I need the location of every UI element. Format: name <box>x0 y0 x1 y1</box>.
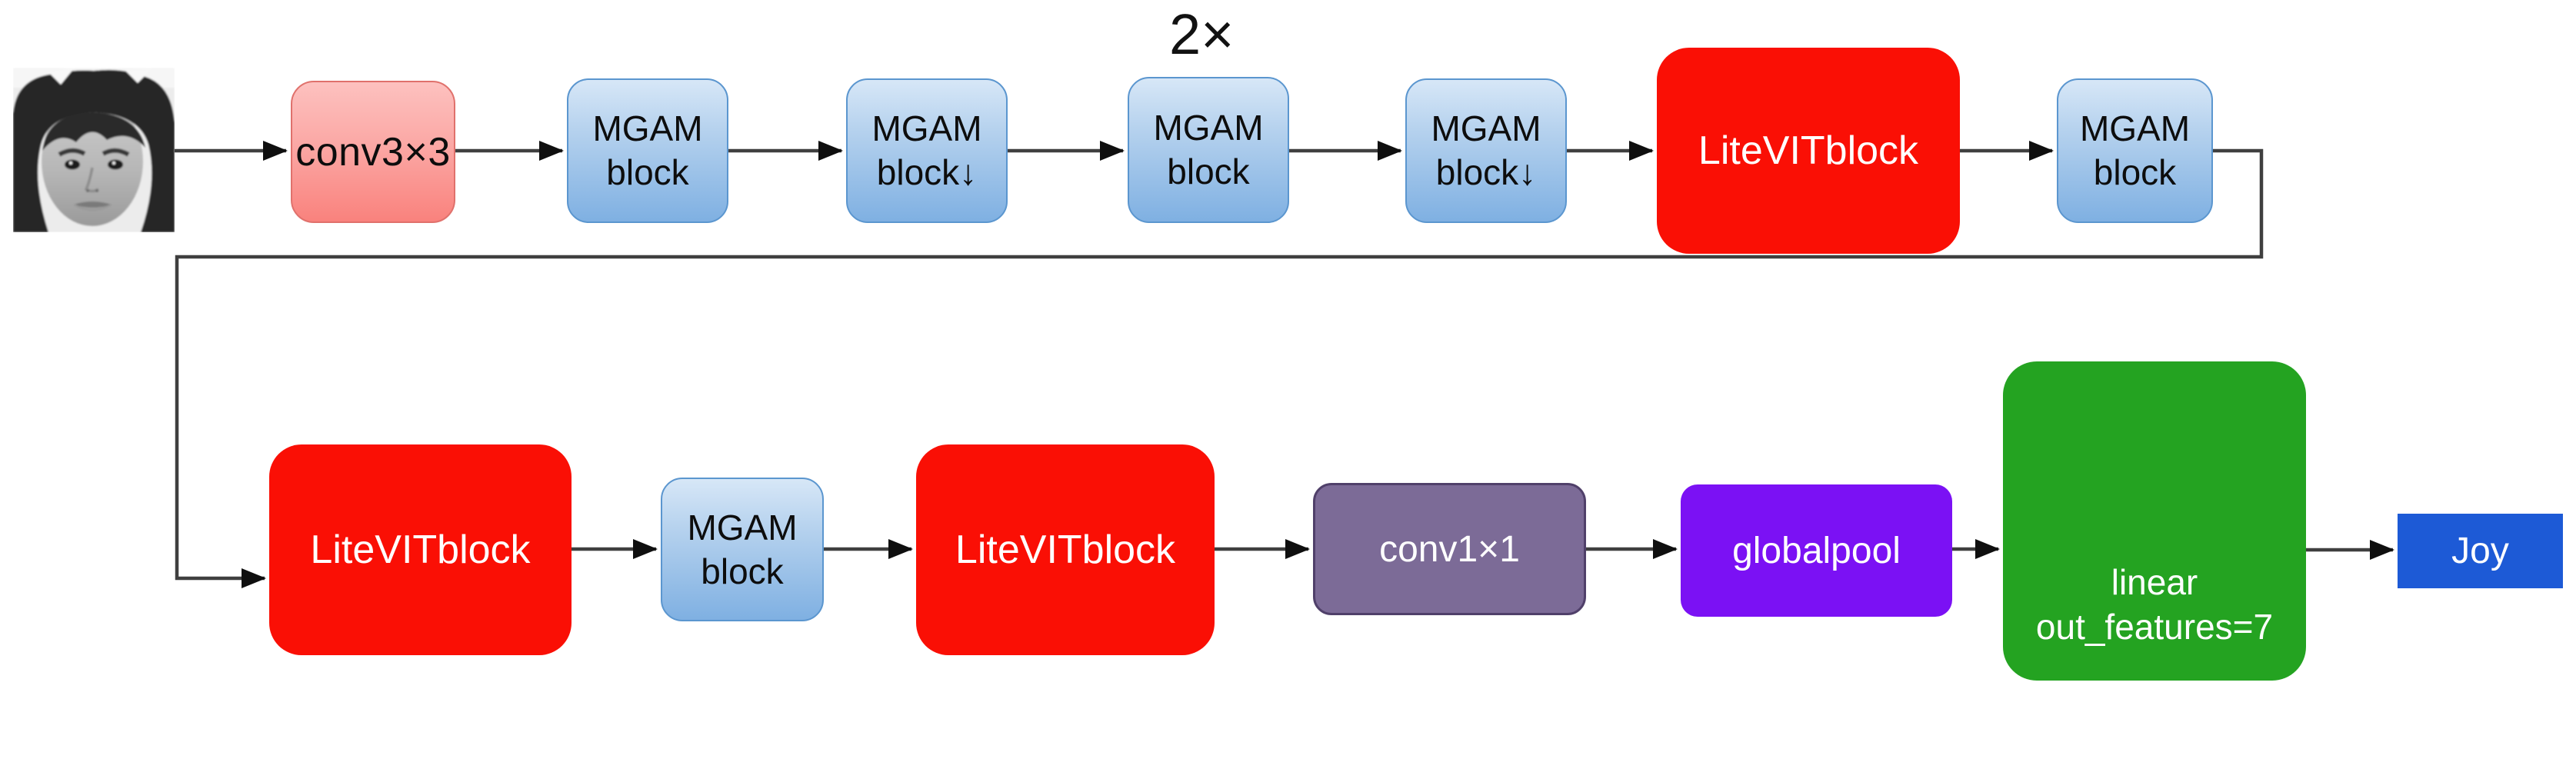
node-mgam-block-down-1: MGAM block↓ <box>846 78 1008 223</box>
linear-label: linear out_features=7 <box>2035 562 2274 647</box>
node-linear-out-features: linear out_features=7 <box>2003 361 2306 681</box>
node-litevitblock-2: LiteVITblock <box>269 444 572 655</box>
node-mgam-block-4: MGAM block <box>661 478 824 621</box>
node-litevitblock-3: LiteVITblock <box>916 444 1215 655</box>
node-litevitblock-1: LiteVITblock <box>1657 48 1960 254</box>
node-conv1x1: conv1×1 <box>1313 483 1586 615</box>
node-mgam-block-2: MGAM block <box>1128 77 1289 223</box>
node-mgam-block-3: MGAM block <box>2057 78 2213 223</box>
node-conv3x3: conv3×3 <box>291 81 455 223</box>
node-output-joy: Joy <box>2398 514 2563 588</box>
node-mgam-block-1: MGAM block <box>567 78 728 223</box>
node-globalpool: globalpool <box>1681 484 1952 617</box>
input-face-image <box>13 68 175 232</box>
repeat-count-label: 2× <box>1169 2 1235 66</box>
node-mgam-block-down-2: MGAM block↓ <box>1405 78 1567 223</box>
